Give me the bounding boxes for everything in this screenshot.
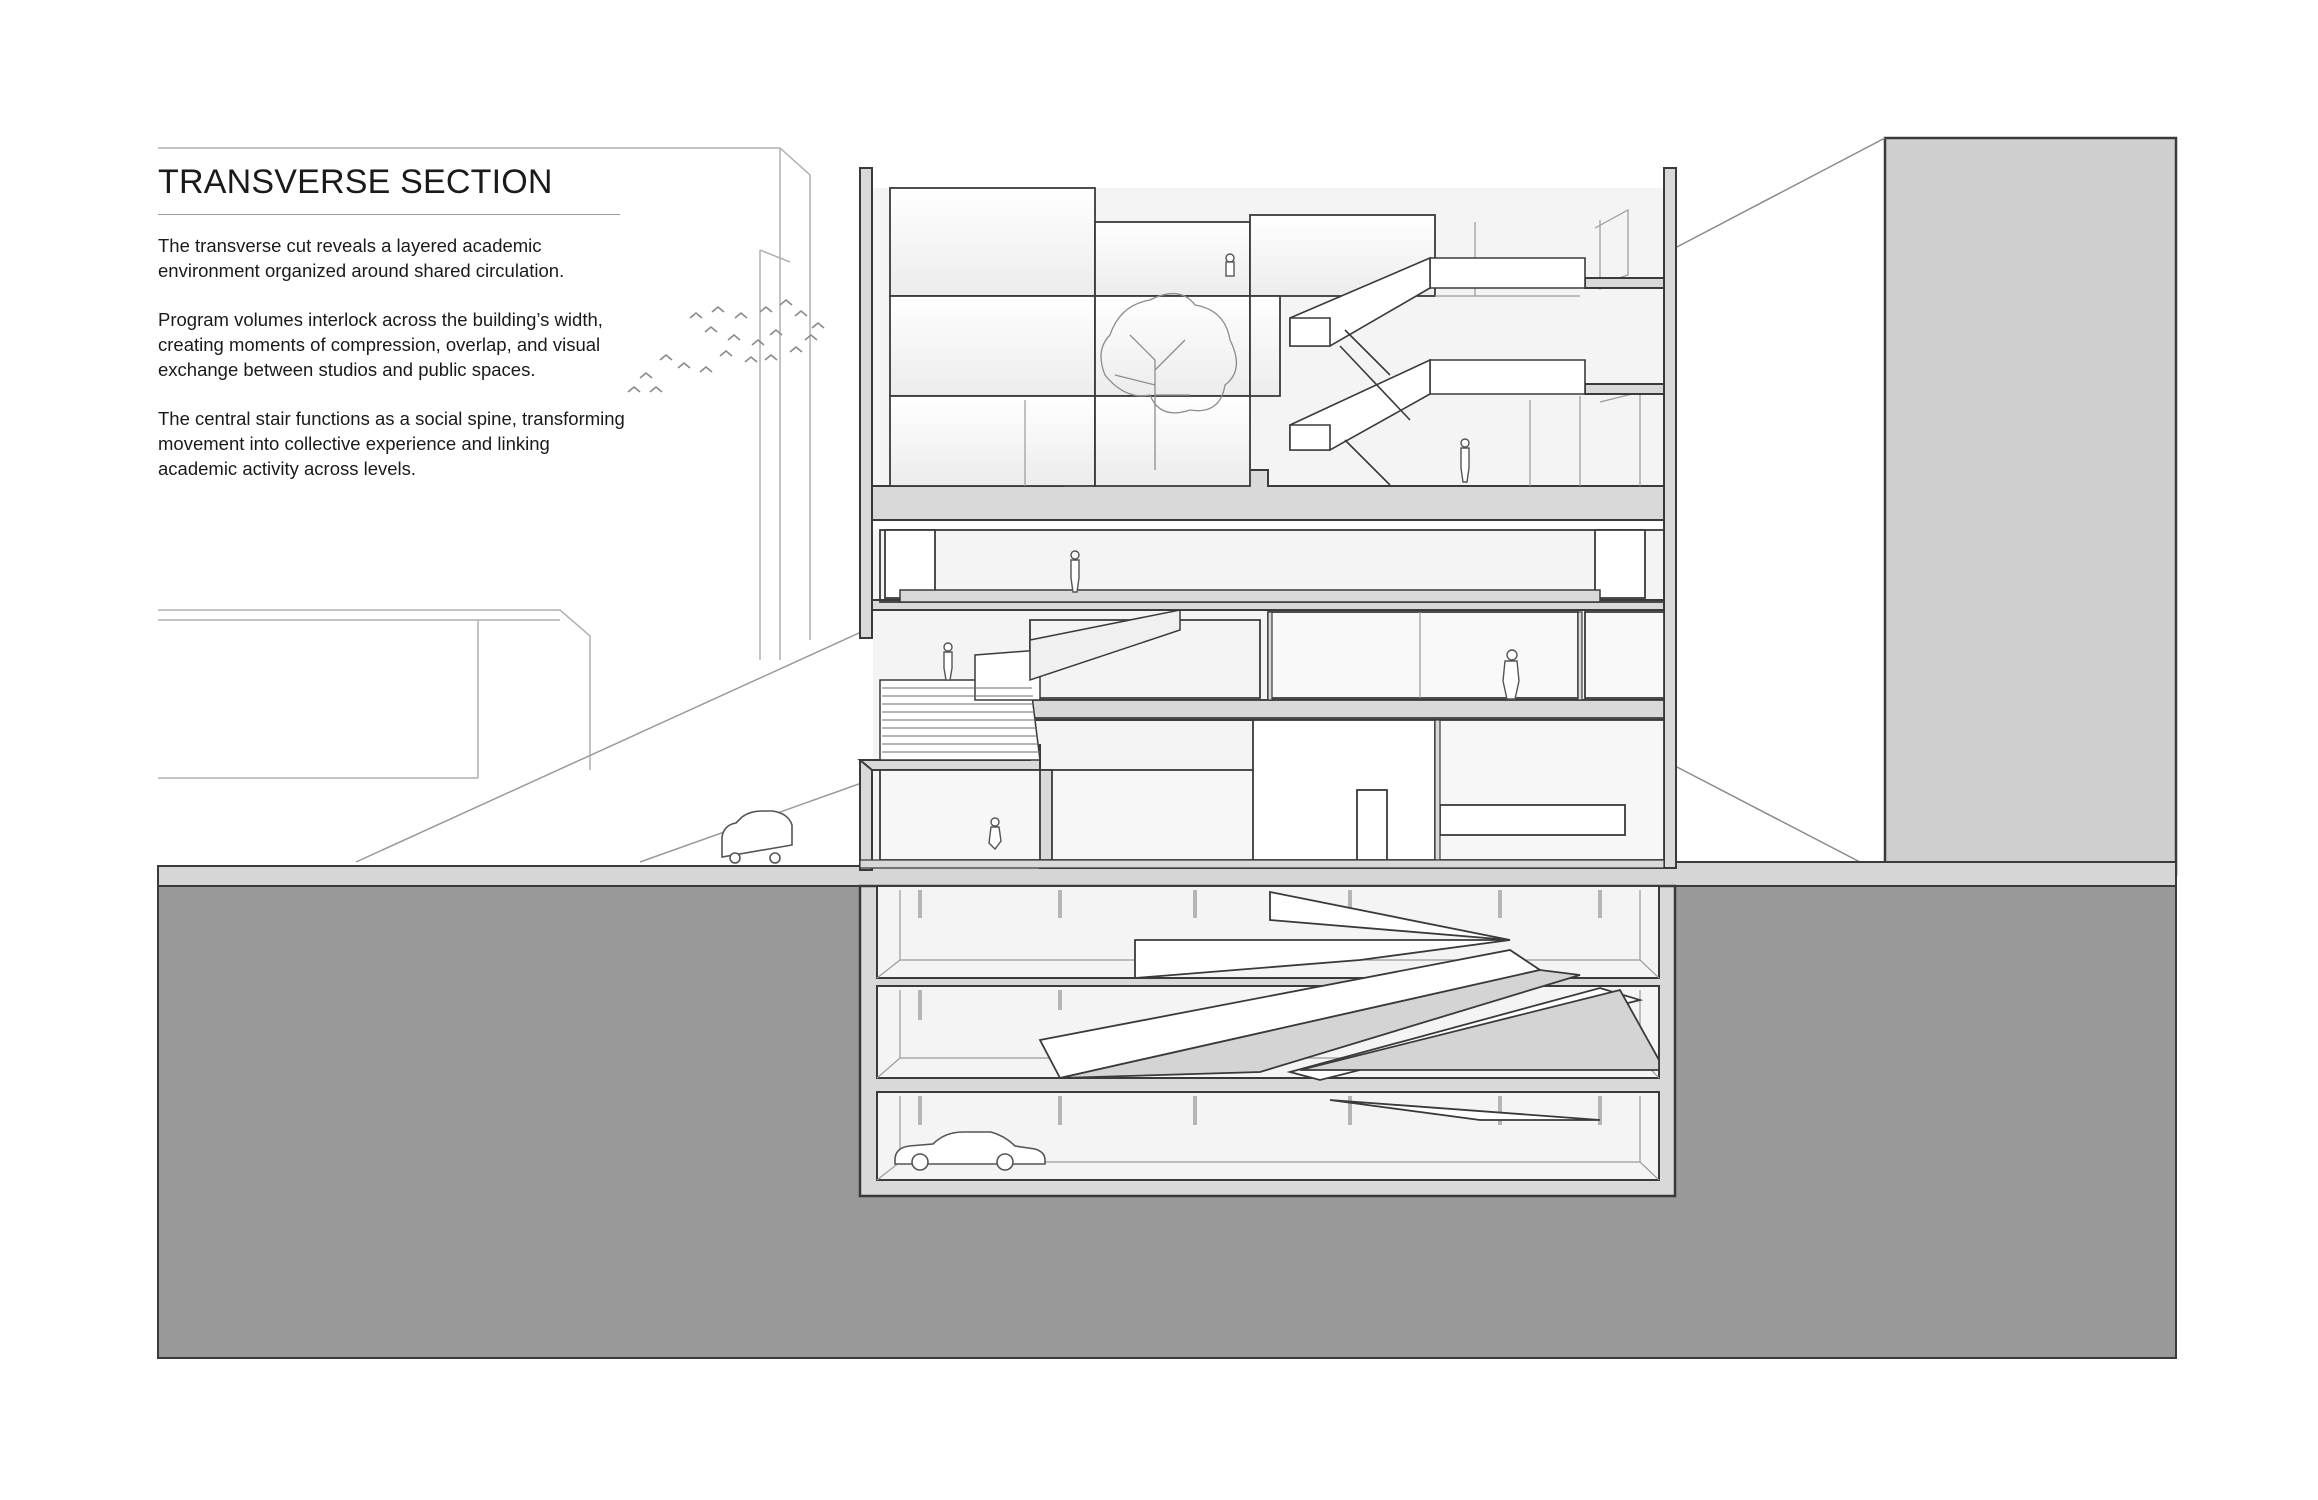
neighbor-building-right [1674, 136, 2178, 877]
car-street-drawing [721, 810, 793, 864]
basement [858, 884, 1677, 1198]
section-title: TRANSVERSE SECTION [158, 163, 553, 201]
tree-drawing [1100, 293, 1237, 470]
caption-paragraph: Program volumes interlock across the bui… [158, 309, 603, 380]
section-caption: TRANSVERSE SECTION The transverse cut re… [158, 162, 628, 481]
birds-drawing [627, 298, 825, 393]
parking-ramps [1038, 890, 1660, 1121]
main-building-section [721, 167, 1677, 871]
title-divider [158, 214, 620, 215]
context-buildings-left [158, 147, 871, 863]
upper-stairs [1289, 256, 1586, 486]
caption-paragraph: The central stair functions as a social … [158, 408, 625, 479]
caption-paragraph: The transverse cut reveals a layered aca… [158, 235, 565, 281]
people-figures [943, 253, 1520, 851]
car-basement-drawing [894, 1131, 1046, 1171]
